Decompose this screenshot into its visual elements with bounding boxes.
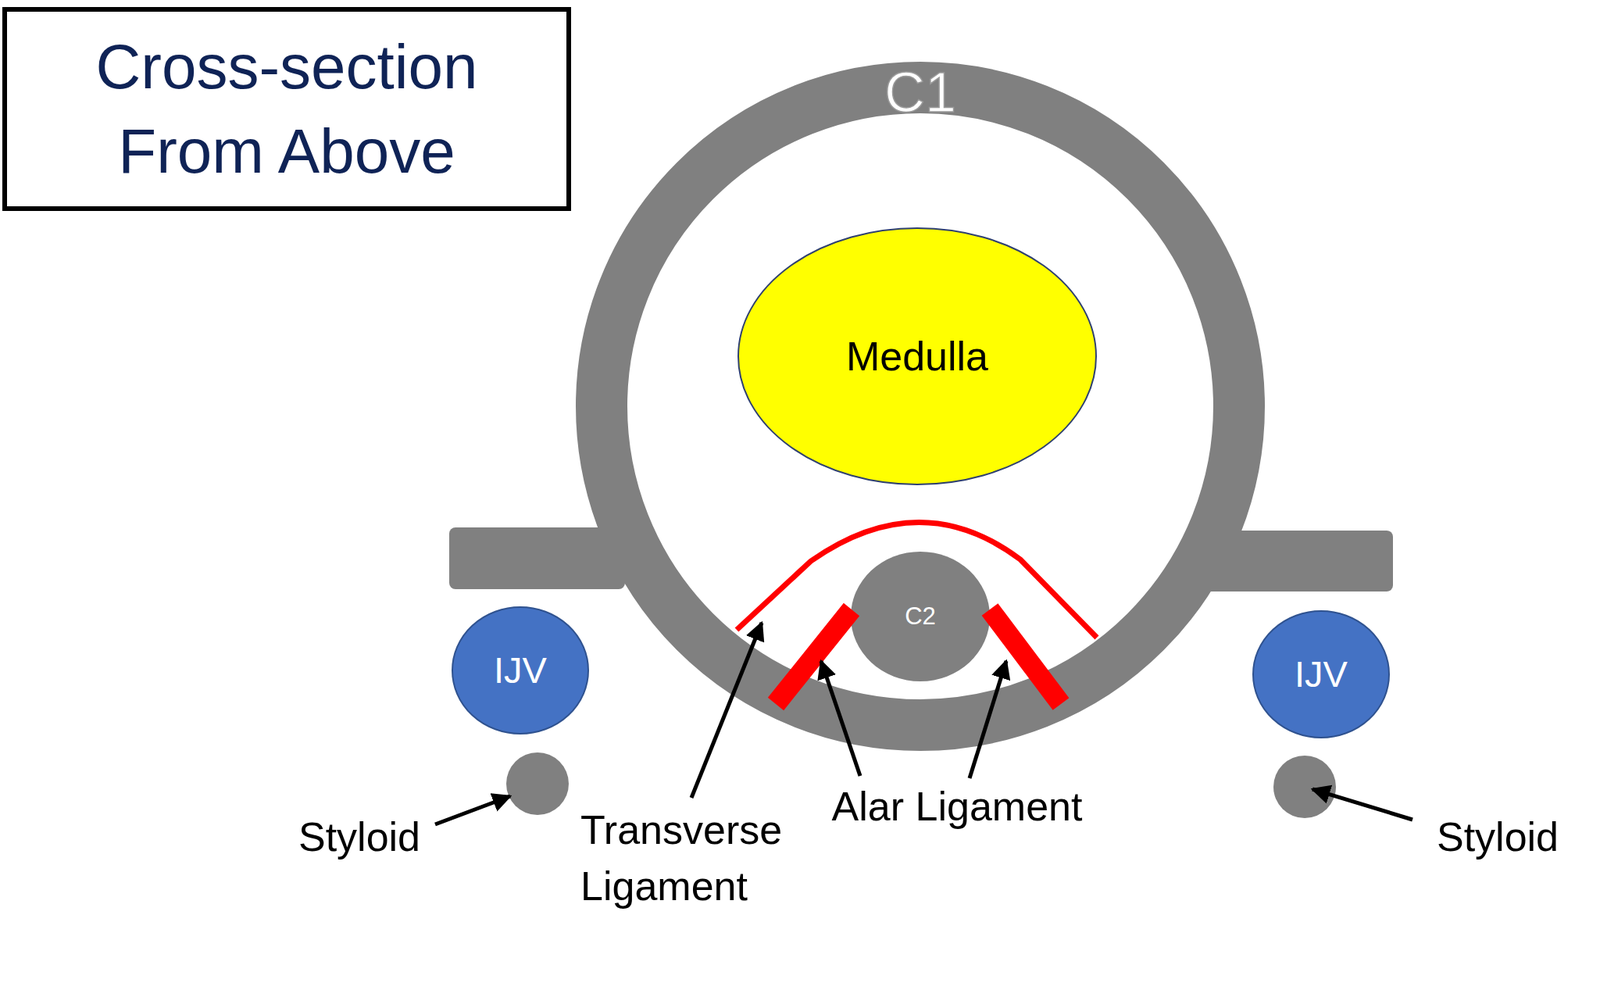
node-label: IJV — [1294, 652, 1348, 697]
leader-arrow — [969, 660, 1007, 779]
node-label: IJV — [493, 648, 547, 693]
styloid-process — [1273, 755, 1336, 818]
node-label: C2 — [904, 601, 936, 631]
node-label: Medulla — [846, 332, 989, 381]
alar-ligament — [775, 609, 852, 704]
transverse-process — [449, 527, 625, 590]
leader-arrow — [821, 660, 861, 776]
node-text-holder: IJV — [451, 606, 590, 735]
ellipse-shape — [1253, 610, 1390, 738]
alar-ligament — [989, 609, 1061, 704]
dens-circle: C2 — [850, 551, 990, 682]
title-box: Cross-section From Above — [2, 7, 572, 211]
node-text-holder: IJV — [1252, 610, 1390, 739]
ring-shape — [601, 87, 1240, 725]
vertebra-ring: C1MedullaC2 — [575, 61, 1265, 751]
ellipse-shape — [850, 551, 990, 682]
node-text-holder: C1 — [575, 58, 1265, 126]
leader-arrow — [435, 796, 511, 825]
part-label: Styloid — [1263, 812, 1600, 861]
node-label: C1 — [884, 58, 957, 126]
leader-arrow — [1312, 789, 1413, 820]
medulla-ellipse: Medulla — [737, 227, 1097, 486]
vein-circle: IJV — [451, 606, 590, 735]
part-label: Alar Ligament — [722, 782, 1192, 831]
ellipse-shape — [452, 607, 589, 734]
styloid-process — [506, 752, 569, 815]
part-label: Transverse Ligament — [580, 801, 839, 915]
transverse-ligament — [736, 521, 1097, 638]
part-label: Styloid — [125, 812, 594, 861]
leader-arrow — [691, 622, 762, 798]
node-text-holder: Medulla — [737, 227, 1097, 486]
title-text: Cross-section From Above — [53, 25, 520, 194]
node-text-holder: C2 — [850, 551, 990, 682]
ellipse-shape — [738, 228, 1097, 485]
vein-circle: IJV — [1252, 610, 1390, 739]
